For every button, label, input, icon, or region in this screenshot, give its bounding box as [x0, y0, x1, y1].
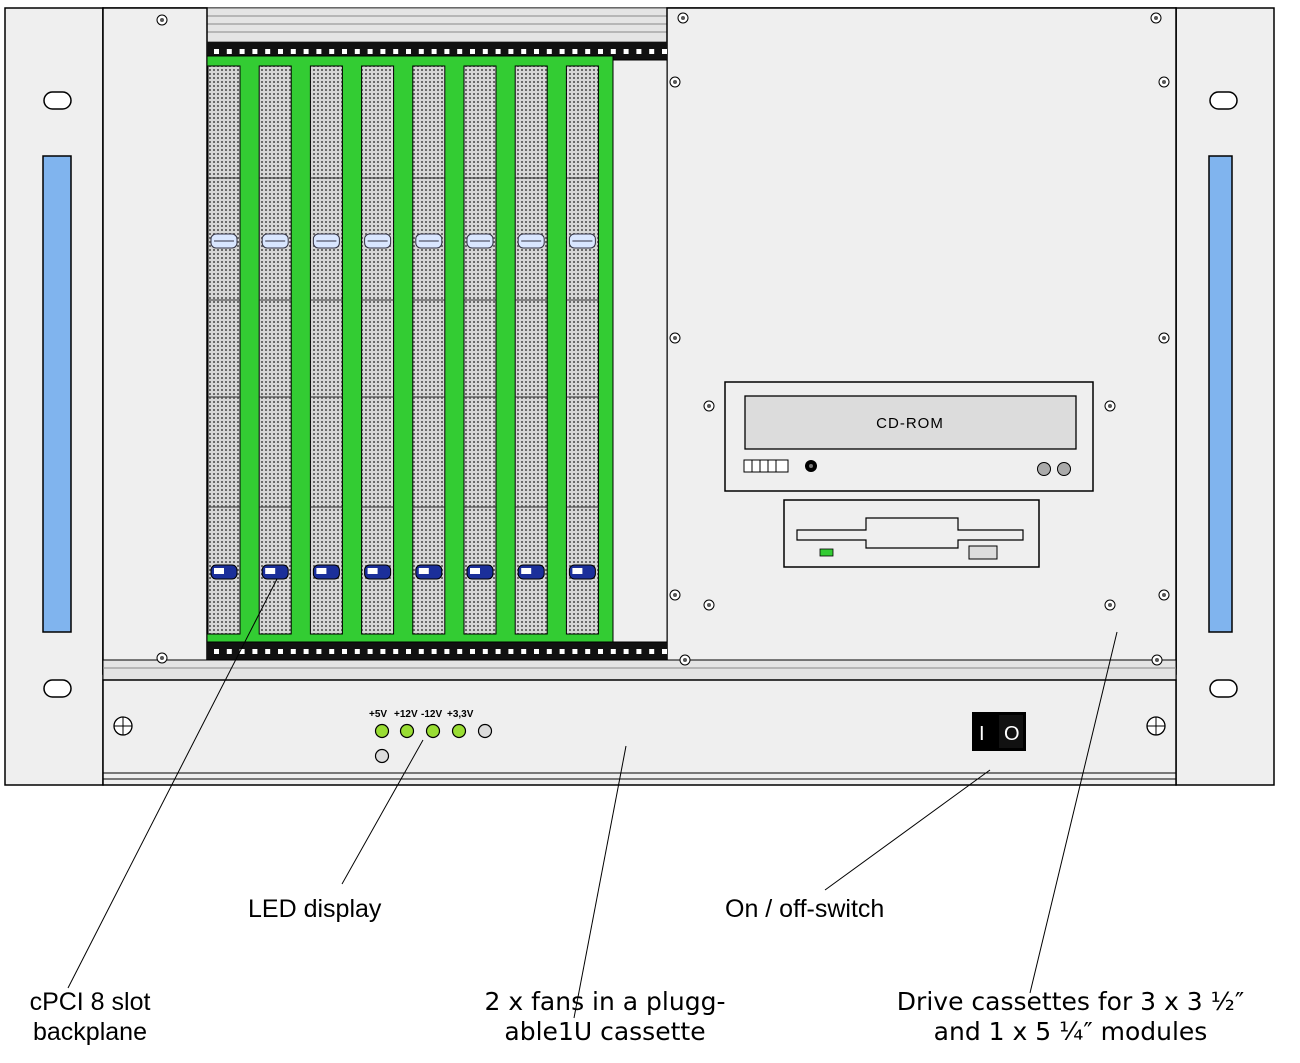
- switch-callout: On / off-switch: [725, 895, 885, 923]
- led-5v: [374, 723, 390, 739]
- backplane-callout-line-1: cPCI 8 slot: [29, 988, 151, 1016]
- drives-callout-line-2: and 1 x 5 ¼″ modules: [933, 1017, 1208, 1046]
- card-slot-7: [514, 65, 548, 635]
- backplane-callout: cPCI 8 slot backplane: [0, 987, 180, 1047]
- backplane-callout-line-2: backplane: [33, 1018, 147, 1046]
- led-label-5v: +5V: [369, 709, 387, 720]
- drives-callout-line-1: Drive cassettes for 3 x 3 ½″: [896, 987, 1245, 1016]
- cdrom-tray: [744, 395, 1077, 450]
- drives-callout: Drive cassettes for 3 x 3 ½″ and 1 x 5 ¼…: [848, 987, 1293, 1047]
- right-rack-ear: [1175, 7, 1275, 786]
- cdrom-volume-slider: [743, 459, 789, 473]
- led-label-3v3: +3,3V: [447, 709, 474, 720]
- led-display-callout: LED display: [248, 895, 382, 923]
- backplane-bottom-rail: [207, 642, 667, 660]
- card-slot-5: [412, 65, 446, 635]
- card-slot-1: [207, 65, 241, 635]
- led-label-p12v: +12V: [394, 709, 418, 720]
- cdrom-button-2: [1057, 462, 1071, 476]
- led-m12v: [425, 723, 441, 739]
- right-handle: [1208, 155, 1233, 633]
- card-slot-4: [361, 65, 395, 635]
- floppy-eject-button: [968, 545, 998, 560]
- led-3v3: [451, 723, 467, 739]
- drive-bay-panel: [666, 7, 1177, 669]
- switch-off-symbol: O: [1004, 723, 1020, 745]
- left-mounting-hole-top: [43, 91, 72, 110]
- card-slot-3: [309, 65, 343, 635]
- power-switch[interactable]: I O: [972, 712, 1026, 751]
- card-slot-8: [565, 65, 599, 635]
- floppy-drive: [783, 499, 1040, 568]
- led-p12v: [399, 723, 415, 739]
- cdrom-button-1: [1037, 462, 1051, 476]
- fans-callout-line-2: able1U cassette: [504, 1017, 706, 1046]
- led-display: +5V +12V -12V +3,3V: [369, 709, 493, 764]
- floppy-led: [819, 548, 834, 557]
- reset-led: [374, 748, 390, 764]
- fans-callout-line-1: 2 x fans in a plugg-: [484, 987, 726, 1016]
- right-mounting-hole-bottom: [1209, 679, 1238, 698]
- card-slot-6: [463, 65, 497, 635]
- left-mounting-hole-bottom: [43, 679, 72, 698]
- status-led: [477, 723, 493, 739]
- switch-on-symbol: I: [979, 723, 985, 745]
- left-handle: [42, 155, 72, 633]
- left-rack-ear: [4, 7, 104, 786]
- right-mounting-hole-top: [1209, 91, 1238, 110]
- card-slot-2: [258, 65, 292, 635]
- callout-lines: [67, 578, 1118, 1019]
- cdrom-drive: CD-ROM: [724, 381, 1094, 492]
- floppy-slot: [796, 517, 1024, 549]
- fan-cassette: [102, 679, 1177, 786]
- fans-callout: 2 x fans in a plugg- able1U cassette: [430, 987, 780, 1047]
- cdrom-label: CD-ROM: [876, 415, 944, 432]
- led-label-m12v: -12V: [421, 709, 442, 720]
